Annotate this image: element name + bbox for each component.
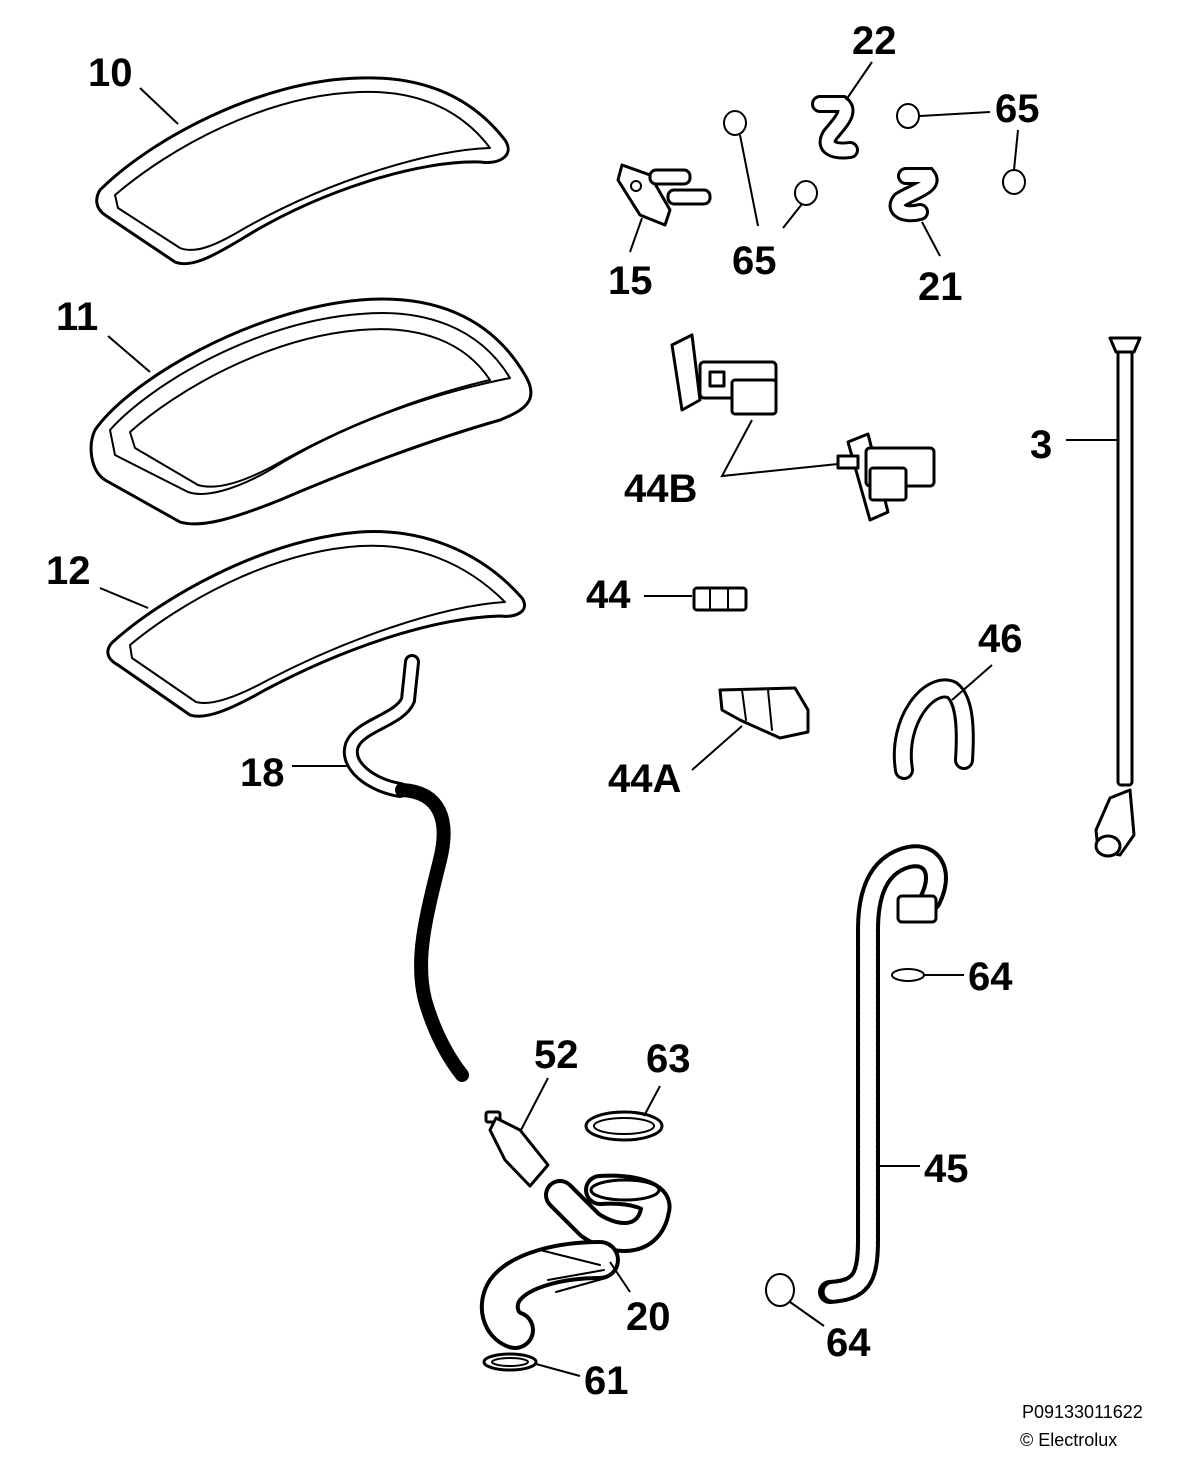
callout-64-lower: 64 bbox=[826, 1321, 871, 1365]
part-44-clip bbox=[692, 586, 748, 612]
callout-64-upper: 64 bbox=[968, 955, 1013, 999]
part-44b-bracket-a bbox=[670, 333, 778, 416]
part-3-rod bbox=[1094, 336, 1142, 858]
part-61-clamp bbox=[482, 1352, 538, 1372]
part-46-u-bracket bbox=[892, 678, 975, 780]
part-10-frame bbox=[95, 76, 510, 266]
part-45-drain-hose bbox=[818, 844, 948, 1304]
part-64-ring-a bbox=[891, 968, 925, 982]
part-15-valve bbox=[616, 163, 712, 227]
callout-12: 12 bbox=[46, 549, 91, 593]
callout-52: 52 bbox=[534, 1033, 579, 1077]
part-65-ring-a bbox=[723, 110, 747, 136]
callout-22: 22 bbox=[852, 19, 897, 63]
part-20-sump-hose bbox=[479, 1173, 672, 1350]
callout-15: 15 bbox=[608, 259, 653, 303]
part-63-clamp bbox=[584, 1110, 664, 1142]
callout-11: 11 bbox=[56, 295, 98, 339]
leader-61 bbox=[535, 1363, 581, 1377]
callout-61: 61 bbox=[584, 1359, 629, 1403]
leader-52 bbox=[519, 1077, 549, 1133]
callout-44: 44 bbox=[586, 573, 631, 617]
part-64-ring-b bbox=[765, 1273, 795, 1307]
callout-46: 46 bbox=[978, 617, 1023, 661]
leader-12 bbox=[99, 587, 149, 609]
leader-44b bbox=[720, 419, 839, 478]
part-44b-bracket-b bbox=[836, 432, 936, 522]
part-65-ring-c bbox=[896, 103, 920, 129]
part-44a-bracket bbox=[718, 686, 810, 740]
leader-15 bbox=[629, 217, 643, 253]
part-65-ring-b bbox=[794, 180, 818, 206]
part-12-frame bbox=[106, 530, 526, 718]
part-22-elbow bbox=[811, 95, 859, 160]
callout-20: 20 bbox=[626, 1295, 671, 1339]
part-11-tub-ring bbox=[89, 297, 533, 526]
leader-64-b bbox=[789, 1301, 825, 1327]
leader-65-d bbox=[1013, 129, 1019, 171]
callout-3: 3 bbox=[1030, 423, 1052, 467]
leader-65-c bbox=[919, 111, 991, 117]
callout-21: 21 bbox=[918, 265, 963, 309]
leader-46 bbox=[951, 664, 993, 701]
copyright: © Electrolux bbox=[1020, 1430, 1117, 1450]
part-65-ring-d bbox=[1002, 169, 1026, 195]
part-52-pressure-part bbox=[484, 1110, 550, 1188]
leader-63 bbox=[643, 1085, 661, 1117]
callout-18: 18 bbox=[240, 751, 285, 795]
callout-65-lower: 65 bbox=[732, 239, 777, 283]
leader-20 bbox=[609, 1261, 631, 1293]
callout-10: 10 bbox=[88, 51, 133, 95]
callout-44b: 44B bbox=[624, 467, 697, 511]
leader-11 bbox=[107, 335, 151, 373]
leader-10 bbox=[139, 87, 179, 125]
part-18-hose bbox=[342, 654, 469, 1082]
leader-65-a bbox=[739, 134, 759, 227]
callout-63: 63 bbox=[646, 1037, 691, 1081]
callout-65-upper: 65 bbox=[995, 87, 1040, 131]
leader-22 bbox=[845, 61, 873, 101]
part-21-elbow bbox=[888, 167, 939, 223]
diagram-code: P09133011622 bbox=[1022, 1402, 1143, 1422]
leader-21 bbox=[921, 221, 941, 257]
leader-65-b bbox=[782, 203, 803, 229]
callout-45: 45 bbox=[924, 1147, 969, 1191]
leader-44a bbox=[691, 725, 743, 771]
callout-44a: 44A bbox=[608, 757, 681, 801]
